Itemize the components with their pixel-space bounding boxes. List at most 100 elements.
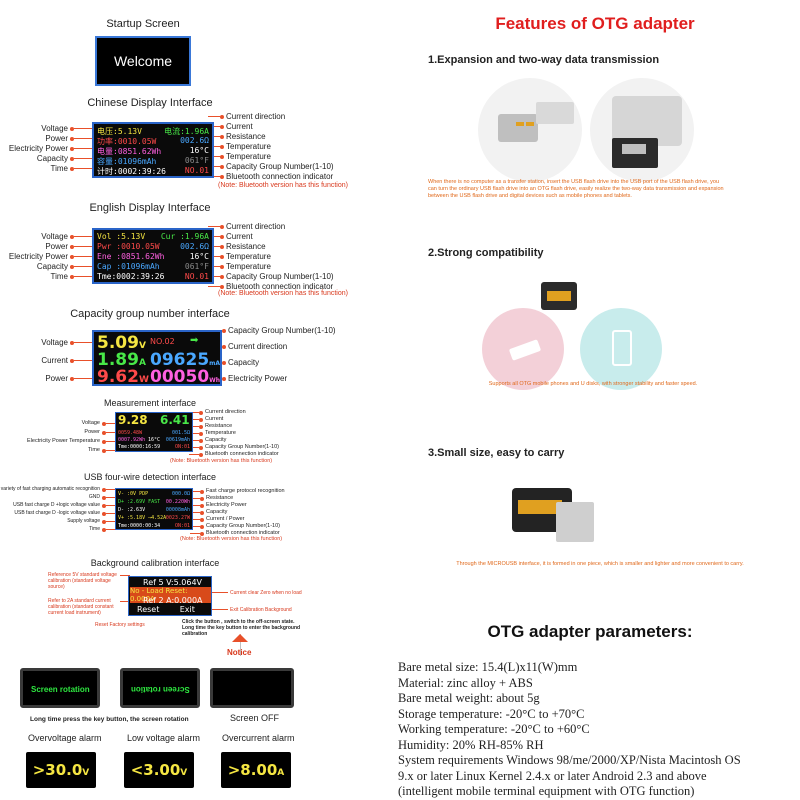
calib-row-3[interactable]: Reset Exit xyxy=(137,605,195,614)
meas-r3b: ON:01 xyxy=(174,444,190,450)
usb-note: (Note: Bluetooth version has this functi… xyxy=(180,536,283,542)
cn-right-3: Temperature xyxy=(226,142,271,151)
usb-drive-circle xyxy=(482,308,564,390)
cn-right-2: Resistance xyxy=(226,132,266,141)
usb-left-1: GND xyxy=(88,494,100,500)
en-row-time: Tme:0002:39:26 xyxy=(97,272,165,281)
meas-right-5: Capacity Group Number(1-10) xyxy=(205,444,279,450)
en-left-4: Time xyxy=(50,272,68,281)
feature-3-text: Through the MICROUSB interface, it is fo… xyxy=(456,561,744,567)
meas-r1: 0059.48W xyxy=(118,430,143,436)
cn-row-voltage: 电压:5.13V xyxy=(97,127,142,136)
cap-arrow-icon: ➡ xyxy=(190,335,199,346)
en-row-tf: 061°F xyxy=(184,262,209,271)
cn-left-3: Capacity xyxy=(36,154,68,163)
rotation-label-1: Screen rotation xyxy=(31,685,90,694)
en-row-res: 002.6Ω xyxy=(180,242,209,251)
usb-row-1: D+ :2.69V FAST xyxy=(118,499,161,505)
en-row-energy: Ene :0851.62Wh xyxy=(97,252,165,261)
en-right-6: Bluetooth connection indicator xyxy=(226,282,334,291)
cn-left-2: Electricity Power xyxy=(8,144,68,153)
en-row-capacity: Cap :01096mAh xyxy=(97,262,160,271)
otg-adapter-image-2 xyxy=(590,78,694,182)
cn-row-group: NO.01 xyxy=(184,166,209,175)
feature-2-text: Supports all OTG mobile phones and U dis… xyxy=(488,381,698,387)
chinese-note: (Note: Bluetooth version has this functi… xyxy=(218,182,348,189)
usb-right-1: Resistance xyxy=(206,495,234,501)
en-left-3: Capacity xyxy=(36,262,68,271)
cap-capacity-unit: mAh xyxy=(209,360,221,367)
feature-3-heading: 3.Small size, easy to carry xyxy=(428,447,565,459)
usb-right-5: Capacity Group Number(1-10) xyxy=(206,523,280,529)
calib-left-1: Refer to 2A standard current calibration… xyxy=(48,598,114,616)
meas-r1b: 001.5Ω xyxy=(171,430,190,436)
usb-row-0: V- :0V PDP xyxy=(118,491,149,497)
meas-right-0: Current direction xyxy=(205,409,246,415)
calibration-screen: Ref 5 V:5.064V No - Load Reset: 0.000A R… xyxy=(128,576,212,616)
english-note: (Note: Bluetooth version has this functi… xyxy=(218,290,348,297)
rotation-label-2: Screen rotation xyxy=(131,685,190,694)
usb-title: USB four-wire detection interface xyxy=(83,472,217,482)
feature-1-heading: 1.Expansion and two-way data transmissio… xyxy=(428,54,660,66)
otg-adapter-image-1 xyxy=(478,78,582,182)
cn-row-current: 电流:1.96A xyxy=(164,127,209,136)
cn-row-power: 功率:0010.05W xyxy=(97,137,157,146)
params-title: OTG adapter parameters: xyxy=(487,622,693,641)
cap-left-0: Voltage xyxy=(41,338,68,347)
usb-right-3: Capacity xyxy=(206,509,228,515)
param-line-6: System requirements Windows 98/me/2000/X… xyxy=(398,753,741,767)
meas-left-0: Voltage xyxy=(81,420,100,426)
en-right-2: Resistance xyxy=(226,242,266,251)
alarm-lowvoltage: <3.00V xyxy=(124,752,194,788)
cn-right-1: Current xyxy=(226,122,253,131)
usb-right-0: Fast charge protocol recognition xyxy=(206,488,285,494)
cap-left-1: Current xyxy=(41,356,68,365)
en-row-voltage: Vol :5.13V xyxy=(97,232,146,241)
param-line-7: 9.x or later Linux Kernel 2.4.x or later… xyxy=(398,768,707,783)
rotation-screen-2: Screen rotation xyxy=(120,668,200,708)
meas-right-4: Capacity xyxy=(205,437,227,443)
alarm-title-1: Low voltage alarm xyxy=(127,733,201,743)
meas-current: 6.41 xyxy=(160,413,190,427)
alarm-overcurrent: >8.00A xyxy=(221,752,291,788)
cap-energy: 00050 xyxy=(150,367,210,386)
usb-left-0: A variety of fast charging automatic rec… xyxy=(0,486,100,492)
chinese-screen: 电压:5.13V 功率:0010.05W 电量:0851.62Wh 容量:010… xyxy=(92,122,214,178)
cn-row-tf: 061°F xyxy=(184,156,209,165)
rotation-caption: Long time press the key button, the scre… xyxy=(30,716,189,723)
calibration-title: Background calibration interface xyxy=(90,558,220,568)
cap-current: 1.89 xyxy=(97,350,139,370)
meas-voltage: 9.28 xyxy=(118,413,148,427)
en-row-tc: 16°C xyxy=(189,252,209,261)
cn-row-tc: 16°C xyxy=(189,146,209,155)
otg-adapter-small-image xyxy=(541,282,577,310)
en-row-group: NO.01 xyxy=(184,272,209,281)
calib-hint: Click the button , switch to the off-scr… xyxy=(182,619,301,637)
usb-right-4: Current / Power xyxy=(206,516,245,522)
en-right-1: Current xyxy=(226,232,253,241)
cn-right-0: Current direction xyxy=(226,112,286,121)
cap-right-1: Current direction xyxy=(228,342,288,351)
cap-current-unit: A xyxy=(138,358,146,368)
usb-left-4: Supply voltage xyxy=(67,518,100,524)
cap-voltage-unit: V xyxy=(138,341,146,351)
param-line-0: Bare metal size: 15.4(L)x11(W)mm xyxy=(398,660,578,674)
cn-right-6: Bluetooth connection indicator xyxy=(226,172,334,181)
calib-left-0: Reference 5V standard voltage calibratio… xyxy=(48,572,117,590)
meas-r2b: 16°C xyxy=(148,437,161,443)
en-right-0: Current direction xyxy=(226,222,286,231)
cn-row-time: 计时:0002:39:26 xyxy=(97,167,166,176)
cap-right-2: Capacity xyxy=(228,358,260,367)
calib-right-1: Exit Calibration Background xyxy=(230,607,292,613)
meas-right-6: Bluetooth connection indicator xyxy=(205,451,279,457)
cap-voltage: 5.09 xyxy=(97,333,139,353)
measurement-note: (Note: Bluetooth version has this functi… xyxy=(170,458,273,464)
cap-left-2: Power xyxy=(45,374,68,383)
usb-left-5: Time xyxy=(89,526,100,532)
param-line-2: Bare metal weight: about 5g xyxy=(398,691,540,705)
cn-row-res: 002.6Ω xyxy=(180,136,209,145)
usb-row-r1: 00.220Wh xyxy=(165,499,190,505)
cn-left-4: Time xyxy=(50,164,68,173)
english-screen: Vol :5.13V Pwr :0010.05W Ene :0851.62Wh … xyxy=(92,228,214,284)
param-line-1: Material: zinc alloy + ABS xyxy=(398,675,533,690)
